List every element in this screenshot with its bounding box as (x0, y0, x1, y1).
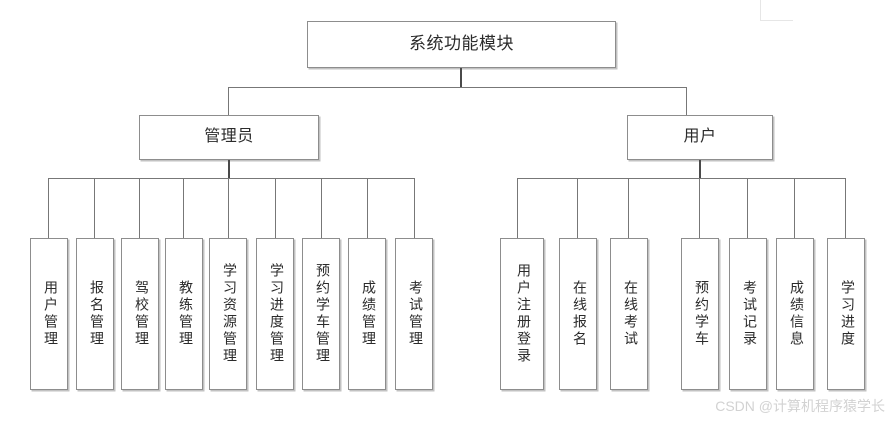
connector-admin-drop-8 (367, 178, 368, 238)
connector-user-drop-4 (699, 178, 700, 238)
node-user-module-4[interactable]: 预约学车 (681, 238, 719, 390)
node-root-label: 系统功能模块 (409, 34, 514, 54)
node-user-module-2[interactable]: 在线报名 (559, 238, 597, 390)
node-user-module-2-label: 在线报名 (571, 280, 586, 348)
connector-admin-drop-9 (414, 178, 415, 238)
node-admin-module-1[interactable]: 用户管理 (30, 238, 68, 390)
connector-admin-stem (228, 160, 230, 178)
connector-admin-drop-1 (48, 178, 49, 238)
connector-drop-admin (228, 87, 229, 115)
node-admin-module-7-label: 预约学车管理 (314, 263, 329, 365)
node-user-module-3[interactable]: 在线考试 (610, 238, 648, 390)
connector-drop-user (686, 87, 687, 115)
connector-user-stem (699, 160, 701, 178)
watermark: CSDN @计算机程序猿学长 (715, 398, 885, 414)
node-admin-module-3-label: 驾校管理 (133, 280, 148, 348)
node-user-module-6-label: 成绩信息 (788, 280, 803, 348)
node-admin-module-6-label: 学习进度管理 (268, 263, 283, 365)
connector-admin-drop-7 (321, 178, 322, 238)
node-admin-label: 管理员 (204, 128, 254, 146)
node-admin-module-9-label: 考试管理 (407, 280, 422, 348)
node-user-module-5[interactable]: 考试记录 (729, 238, 767, 390)
node-admin-module-6[interactable]: 学习进度管理 (256, 238, 294, 390)
node-admin-module-5[interactable]: 学习资源管理 (209, 238, 247, 390)
node-admin-module-4-label: 教练管理 (177, 280, 192, 348)
node-admin-module-7[interactable]: 预约学车管理 (302, 238, 340, 390)
connector-admin-drop-5 (228, 178, 229, 238)
node-root-system-modules[interactable]: 系统功能模块 (307, 21, 616, 68)
corner-artifact-horizontal (760, 20, 793, 21)
node-admin-module-2[interactable]: 报名管理 (76, 238, 114, 390)
connector-user-drop-3 (628, 178, 629, 238)
node-user-module-7[interactable]: 学习进度 (827, 238, 865, 390)
node-user-module-6[interactable]: 成绩信息 (776, 238, 814, 390)
node-user-module-7-label: 学习进度 (839, 280, 854, 348)
connector-admin-drop-2 (94, 178, 95, 238)
connector-user-drop-6 (794, 178, 795, 238)
node-user-module-3-label: 在线考试 (622, 280, 637, 348)
node-user-module-1[interactable]: 用户注册登录 (500, 238, 544, 390)
node-admin-module-2-label: 报名管理 (88, 280, 103, 348)
node-admin-module-8[interactable]: 成绩管理 (348, 238, 386, 390)
connector-user-bus (517, 178, 845, 179)
node-admin-module-1-label: 用户管理 (42, 280, 57, 348)
connector-admin-drop-3 (139, 178, 140, 238)
connector-admin-bus (48, 178, 414, 179)
connector-user-drop-5 (747, 178, 748, 238)
node-user[interactable]: 用户 (627, 115, 773, 160)
connector-root-stem (460, 68, 462, 87)
node-user-module-1-label: 用户注册登录 (515, 263, 530, 365)
node-user-label: 用户 (683, 128, 717, 146)
node-admin-module-3[interactable]: 驾校管理 (121, 238, 159, 390)
node-admin-module-4[interactable]: 教练管理 (165, 238, 203, 390)
connector-user-drop-1 (517, 178, 518, 238)
connector-admin-drop-4 (183, 178, 184, 238)
corner-artifact-vertical (760, 0, 761, 20)
connector-user-drop-7 (845, 178, 846, 238)
connector-level2-bus (228, 87, 686, 88)
connector-user-drop-2 (577, 178, 578, 238)
node-admin[interactable]: 管理员 (139, 115, 319, 160)
connector-admin-drop-6 (275, 178, 276, 238)
node-admin-module-5-label: 学习资源管理 (221, 263, 236, 365)
node-admin-module-8-label: 成绩管理 (360, 280, 375, 348)
node-user-module-5-label: 考试记录 (741, 280, 756, 348)
node-user-module-4-label: 预约学车 (693, 280, 708, 348)
node-admin-module-9[interactable]: 考试管理 (395, 238, 433, 390)
